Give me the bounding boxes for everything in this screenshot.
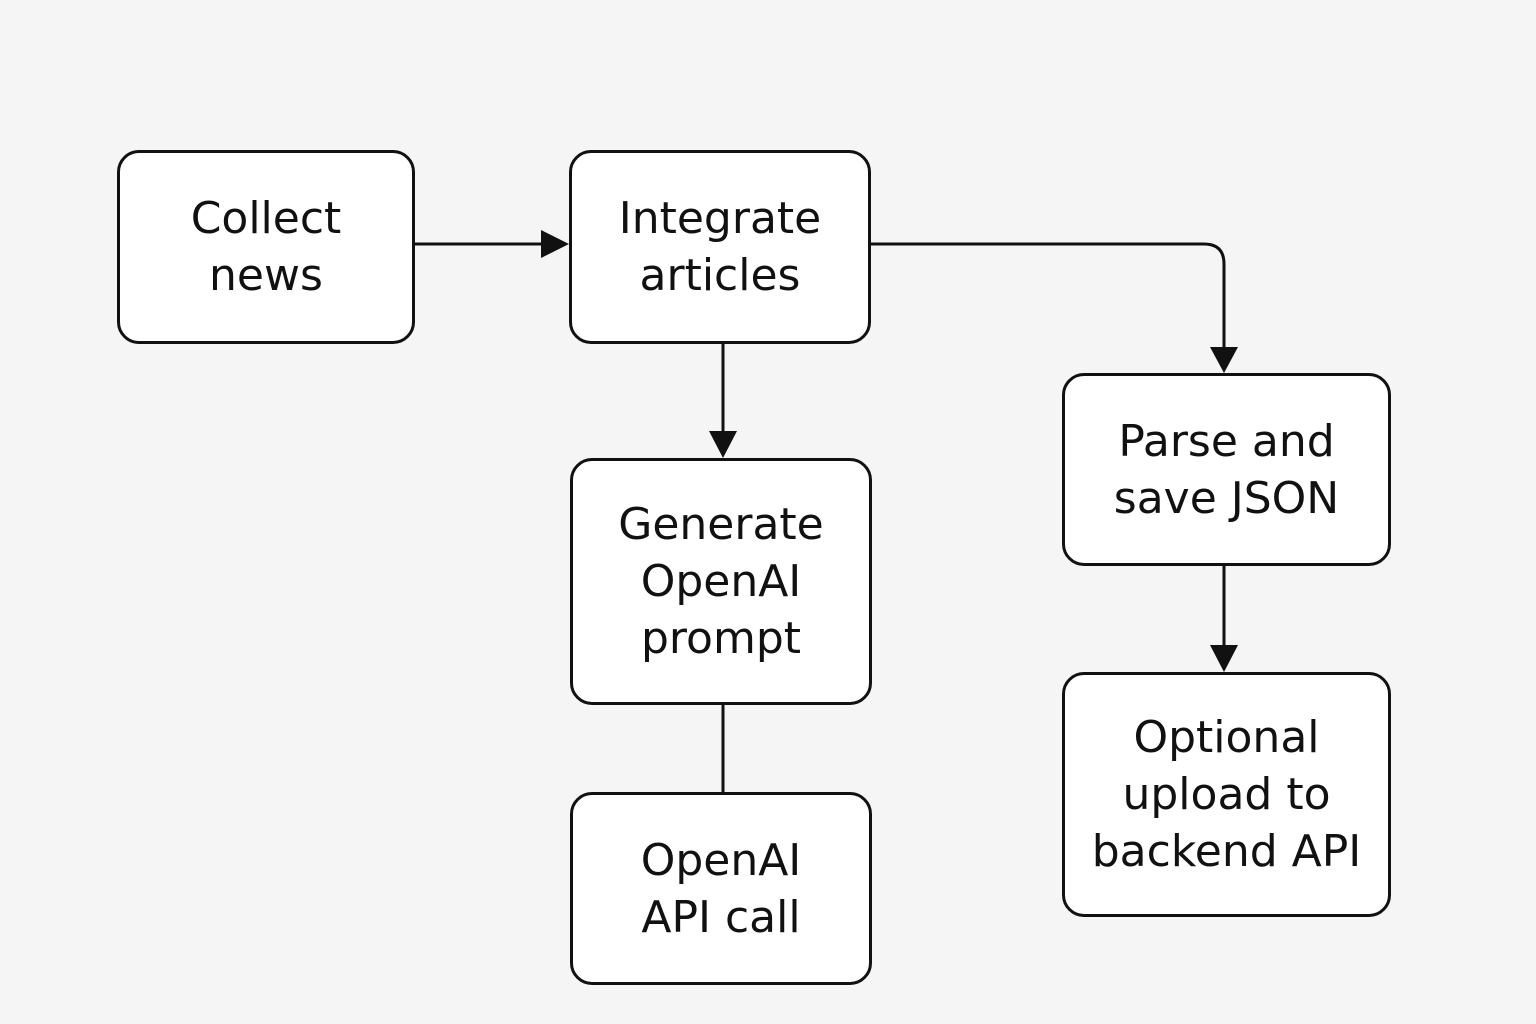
arrow-parse-to-upload — [1210, 566, 1238, 672]
node-label-collect-news: Collect news — [190, 193, 342, 301]
node-collect-news: Collect news — [117, 150, 415, 344]
node-label-parse-and-save-json: Parse and save JSON — [1113, 415, 1340, 524]
node-label-optional-upload: Optional upload to backend API — [1091, 712, 1362, 877]
node-label-openai-api-call: OpenAI API call — [640, 834, 802, 943]
arrow-collect-to-integrate — [415, 230, 569, 258]
arrow-integrate-to-generate — [709, 344, 737, 458]
node-generate-openai-prompt: Generate OpenAI prompt — [570, 458, 872, 705]
node-label-integrate-articles: Integrate articles — [618, 193, 822, 301]
node-openai-api-call: OpenAI API call — [570, 792, 872, 985]
node-optional-upload: Optional upload to backend API — [1062, 672, 1391, 917]
node-integrate-articles: Integrate articles — [569, 150, 871, 344]
node-parse-and-save-json: Parse and save JSON — [1062, 373, 1391, 566]
arrow-integrate-to-parse — [871, 242, 1238, 373]
node-label-generate-openai-prompt: Generate OpenAI prompt — [618, 499, 824, 664]
